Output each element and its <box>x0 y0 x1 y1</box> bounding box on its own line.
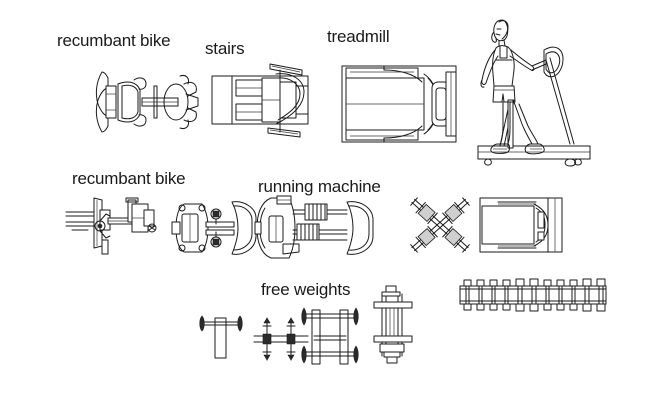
label-treadmill: treadmill <box>327 27 390 46</box>
bike-plan-geometry <box>96 72 198 132</box>
recumbant-bike-elevation-right-geometry <box>172 202 256 255</box>
drawing-dumbbell-pair <box>254 318 308 360</box>
treadmill-elevation-geometry <box>478 20 590 166</box>
drawing-barbell-stand-vertical <box>368 286 416 364</box>
treadmill-plan-geometry <box>342 66 456 142</box>
drawing-dumbbell-rack <box>458 276 608 314</box>
barbell-stand-vertical-geometry <box>374 286 412 363</box>
drawing-recumbant-bike-elevation-left <box>66 196 166 258</box>
drawing-recumbant-bike-plan <box>92 68 200 136</box>
dumbbell-rack-geometry <box>460 279 606 311</box>
stair-climber-plan-geometry <box>212 64 308 137</box>
drawing-barbell-rack-double <box>300 304 360 368</box>
label-recumbant-bike-side: recumbant bike <box>72 169 186 188</box>
drawing-treadmill-plan <box>340 60 462 148</box>
label-stairs: stairs <box>205 39 245 58</box>
drawing-recumbant-bike-elevation-right <box>172 196 260 260</box>
drawing-bench-plan <box>478 196 564 254</box>
dumbbell-pair-geometry <box>254 318 308 360</box>
label-free-weights: free weights <box>261 280 351 299</box>
label-recumbant-bike-top: recumbant bike <box>57 31 171 50</box>
recumbant-bike-elevation-left-geometry <box>66 198 156 254</box>
barbell-t-stand-geometry <box>200 316 243 358</box>
barbell-rack-double-geometry <box>302 308 359 364</box>
bench-plan-geometry <box>480 198 562 252</box>
running-machine-elevation-geometry <box>255 196 373 258</box>
drawing-barbell-t-stand <box>196 310 248 358</box>
drawing-treadmill-elevation <box>474 8 596 168</box>
drawing-stairs-plan <box>210 62 314 140</box>
label-running-machine: running machine <box>258 177 381 196</box>
crossed-barbells-geometry <box>409 196 472 255</box>
drawing-running-machine-elevation <box>255 196 375 262</box>
drawing-crossed-barbells <box>404 192 476 258</box>
